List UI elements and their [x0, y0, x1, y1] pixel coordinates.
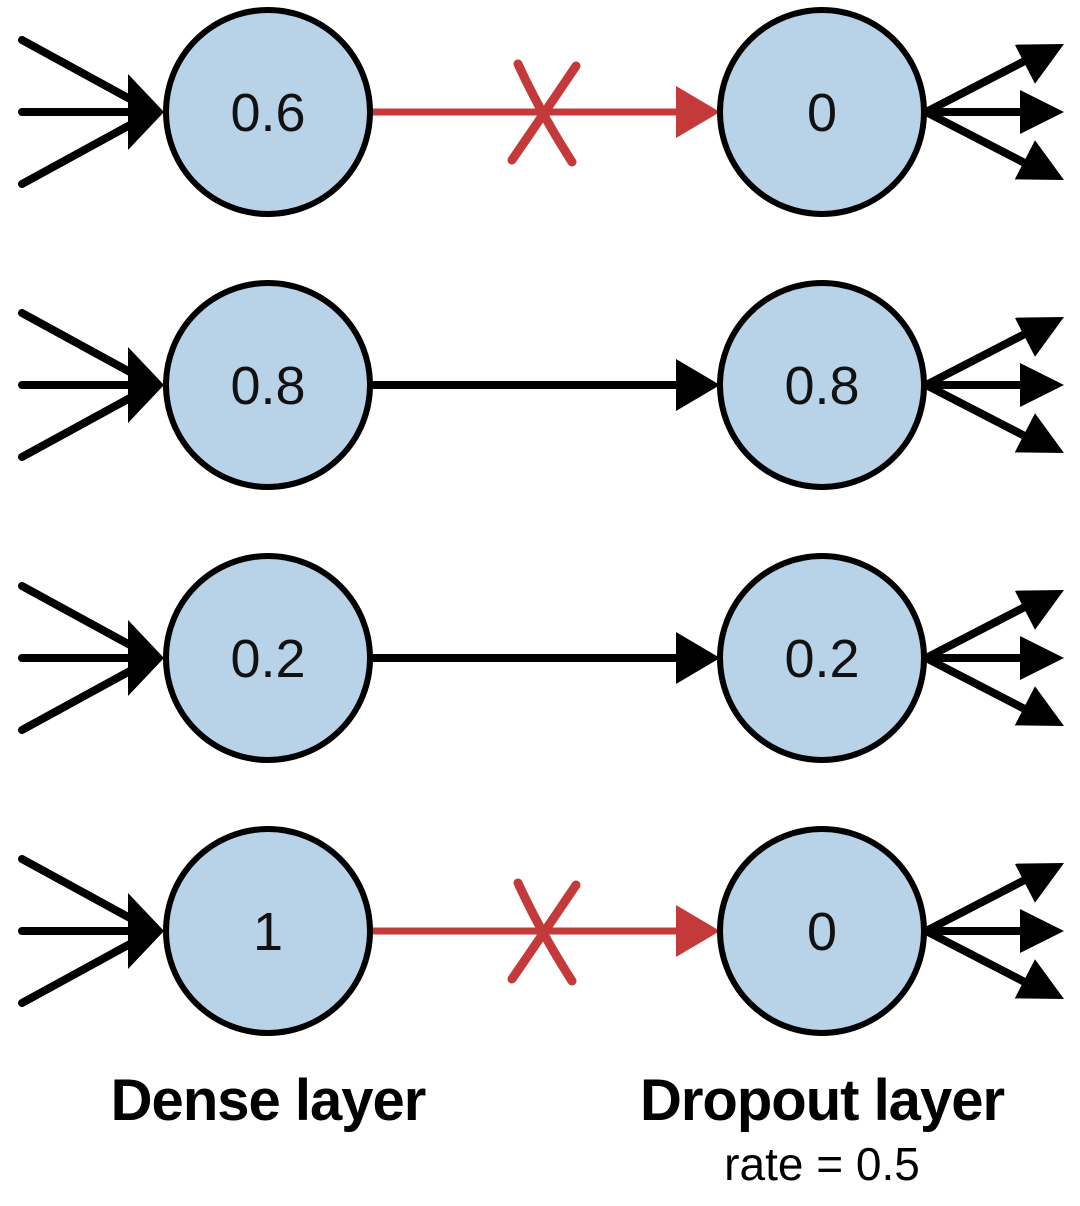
outgoing-edge	[922, 381, 1038, 445]
drop-cross-icon	[507, 880, 581, 984]
connection-arrowhead	[676, 905, 720, 957]
dense-node-value: 0.2	[230, 629, 305, 689]
dropout-node-value: 0	[807, 83, 837, 143]
outgoing-edge	[922, 654, 1038, 718]
outgoing-arrowhead	[1014, 413, 1064, 453]
dropout-node-circle	[717, 553, 927, 763]
kept-connection	[366, 632, 720, 684]
dropped-connection	[370, 59, 720, 167]
dense-node-circle	[163, 826, 373, 1036]
incoming-edge	[18, 309, 142, 381]
dense-node-circle	[163, 7, 373, 217]
incoming-arrowhead	[128, 74, 164, 150]
dropout-layer-label: Dropout layer	[640, 1068, 1004, 1133]
outgoing-arrowhead	[1014, 863, 1064, 903]
incoming-arrows	[18, 582, 164, 734]
dense-node-circle	[163, 280, 373, 490]
outgoing-edge	[922, 108, 1038, 172]
outgoing-arrowhead	[1014, 959, 1064, 999]
incoming-edge	[18, 582, 142, 654]
outgoing-arrowhead	[1014, 44, 1064, 84]
outgoing-arrowhead	[1014, 140, 1064, 180]
dense-layer-label: Dense layer	[111, 1068, 426, 1133]
incoming-arrowhead	[128, 347, 164, 423]
dense-node: 0.2	[163, 553, 373, 763]
outgoing-arrowhead	[1020, 909, 1064, 953]
outgoing-arrowhead	[1020, 636, 1064, 680]
kept-connection	[366, 359, 720, 411]
dropped-connection	[370, 878, 720, 986]
incoming-arrows	[18, 309, 164, 461]
dropout-node: 0.2	[717, 553, 927, 763]
incoming-arrowhead	[128, 620, 164, 696]
connection-arrowhead	[676, 632, 720, 684]
outgoing-edge	[922, 52, 1038, 116]
incoming-arrows	[18, 36, 164, 188]
dropout-node-circle	[717, 7, 927, 217]
dense-node-value: 0.8	[230, 356, 305, 416]
outgoing-arrows	[922, 317, 1064, 453]
network-row: 0.2 0.2	[18, 553, 1064, 763]
outgoing-arrowhead	[1014, 686, 1064, 726]
dropout-node-circle	[717, 826, 927, 1036]
outgoing-arrowhead	[1014, 317, 1064, 357]
outgoing-arrows	[922, 590, 1064, 726]
dropout-node-value: 0	[807, 902, 837, 962]
outgoing-arrows	[922, 44, 1064, 180]
dropout-node: 0	[717, 826, 927, 1036]
dropout-node: 0	[717, 7, 927, 217]
connection-arrowhead	[676, 86, 720, 138]
dropout-node-value: 0.8	[784, 356, 859, 416]
outgoing-edge	[922, 871, 1038, 935]
incoming-edge	[18, 855, 142, 927]
incoming-edge	[18, 116, 142, 188]
dense-node: 0.8	[163, 280, 373, 490]
dense-node: 0.6	[163, 7, 373, 217]
outgoing-arrowhead	[1020, 363, 1064, 407]
incoming-edge	[18, 389, 142, 461]
outgoing-arrows	[922, 863, 1064, 999]
outgoing-edge	[922, 325, 1038, 389]
incoming-arrowhead	[128, 893, 164, 969]
dropout-rate-label: rate = 0.5	[724, 1138, 920, 1190]
outgoing-arrowhead	[1020, 90, 1064, 134]
drop-cross-icon	[507, 61, 581, 165]
outgoing-edge	[922, 598, 1038, 662]
outgoing-edge	[922, 927, 1038, 991]
dense-node-circle	[163, 553, 373, 763]
dense-node-value: 0.6	[230, 83, 305, 143]
dense-node-value: 1	[253, 902, 283, 962]
incoming-arrows	[18, 855, 164, 1007]
dropout-node-circle	[717, 280, 927, 490]
incoming-edge	[18, 935, 142, 1007]
dropout-node-value: 0.2	[784, 629, 859, 689]
network-row: 0.8 0.8	[18, 280, 1064, 490]
connection-arrowhead	[676, 359, 720, 411]
dense-node: 1	[163, 826, 373, 1036]
incoming-edge	[18, 662, 142, 734]
outgoing-arrowhead	[1014, 590, 1064, 630]
dropout-node: 0.8	[717, 280, 927, 490]
incoming-edge	[18, 36, 142, 108]
